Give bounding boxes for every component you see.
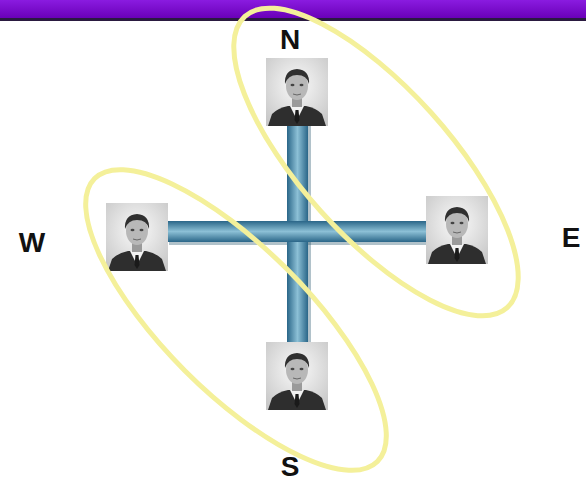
cross-bar: [166, 221, 428, 242]
title-bar-rule: [0, 18, 586, 21]
title-bar: [0, 0, 586, 18]
compass-label: S: [281, 453, 300, 481]
group-outline: [44, 128, 429, 486]
portrait-photo: [106, 203, 168, 271]
compass-label: E: [562, 224, 581, 252]
portrait-photo: [266, 342, 328, 410]
portrait-photo: [266, 58, 328, 126]
compass-label: N: [280, 26, 300, 54]
compass-label: W: [19, 229, 45, 257]
group-outline: [190, 0, 562, 357]
portrait-photo: [426, 196, 488, 264]
